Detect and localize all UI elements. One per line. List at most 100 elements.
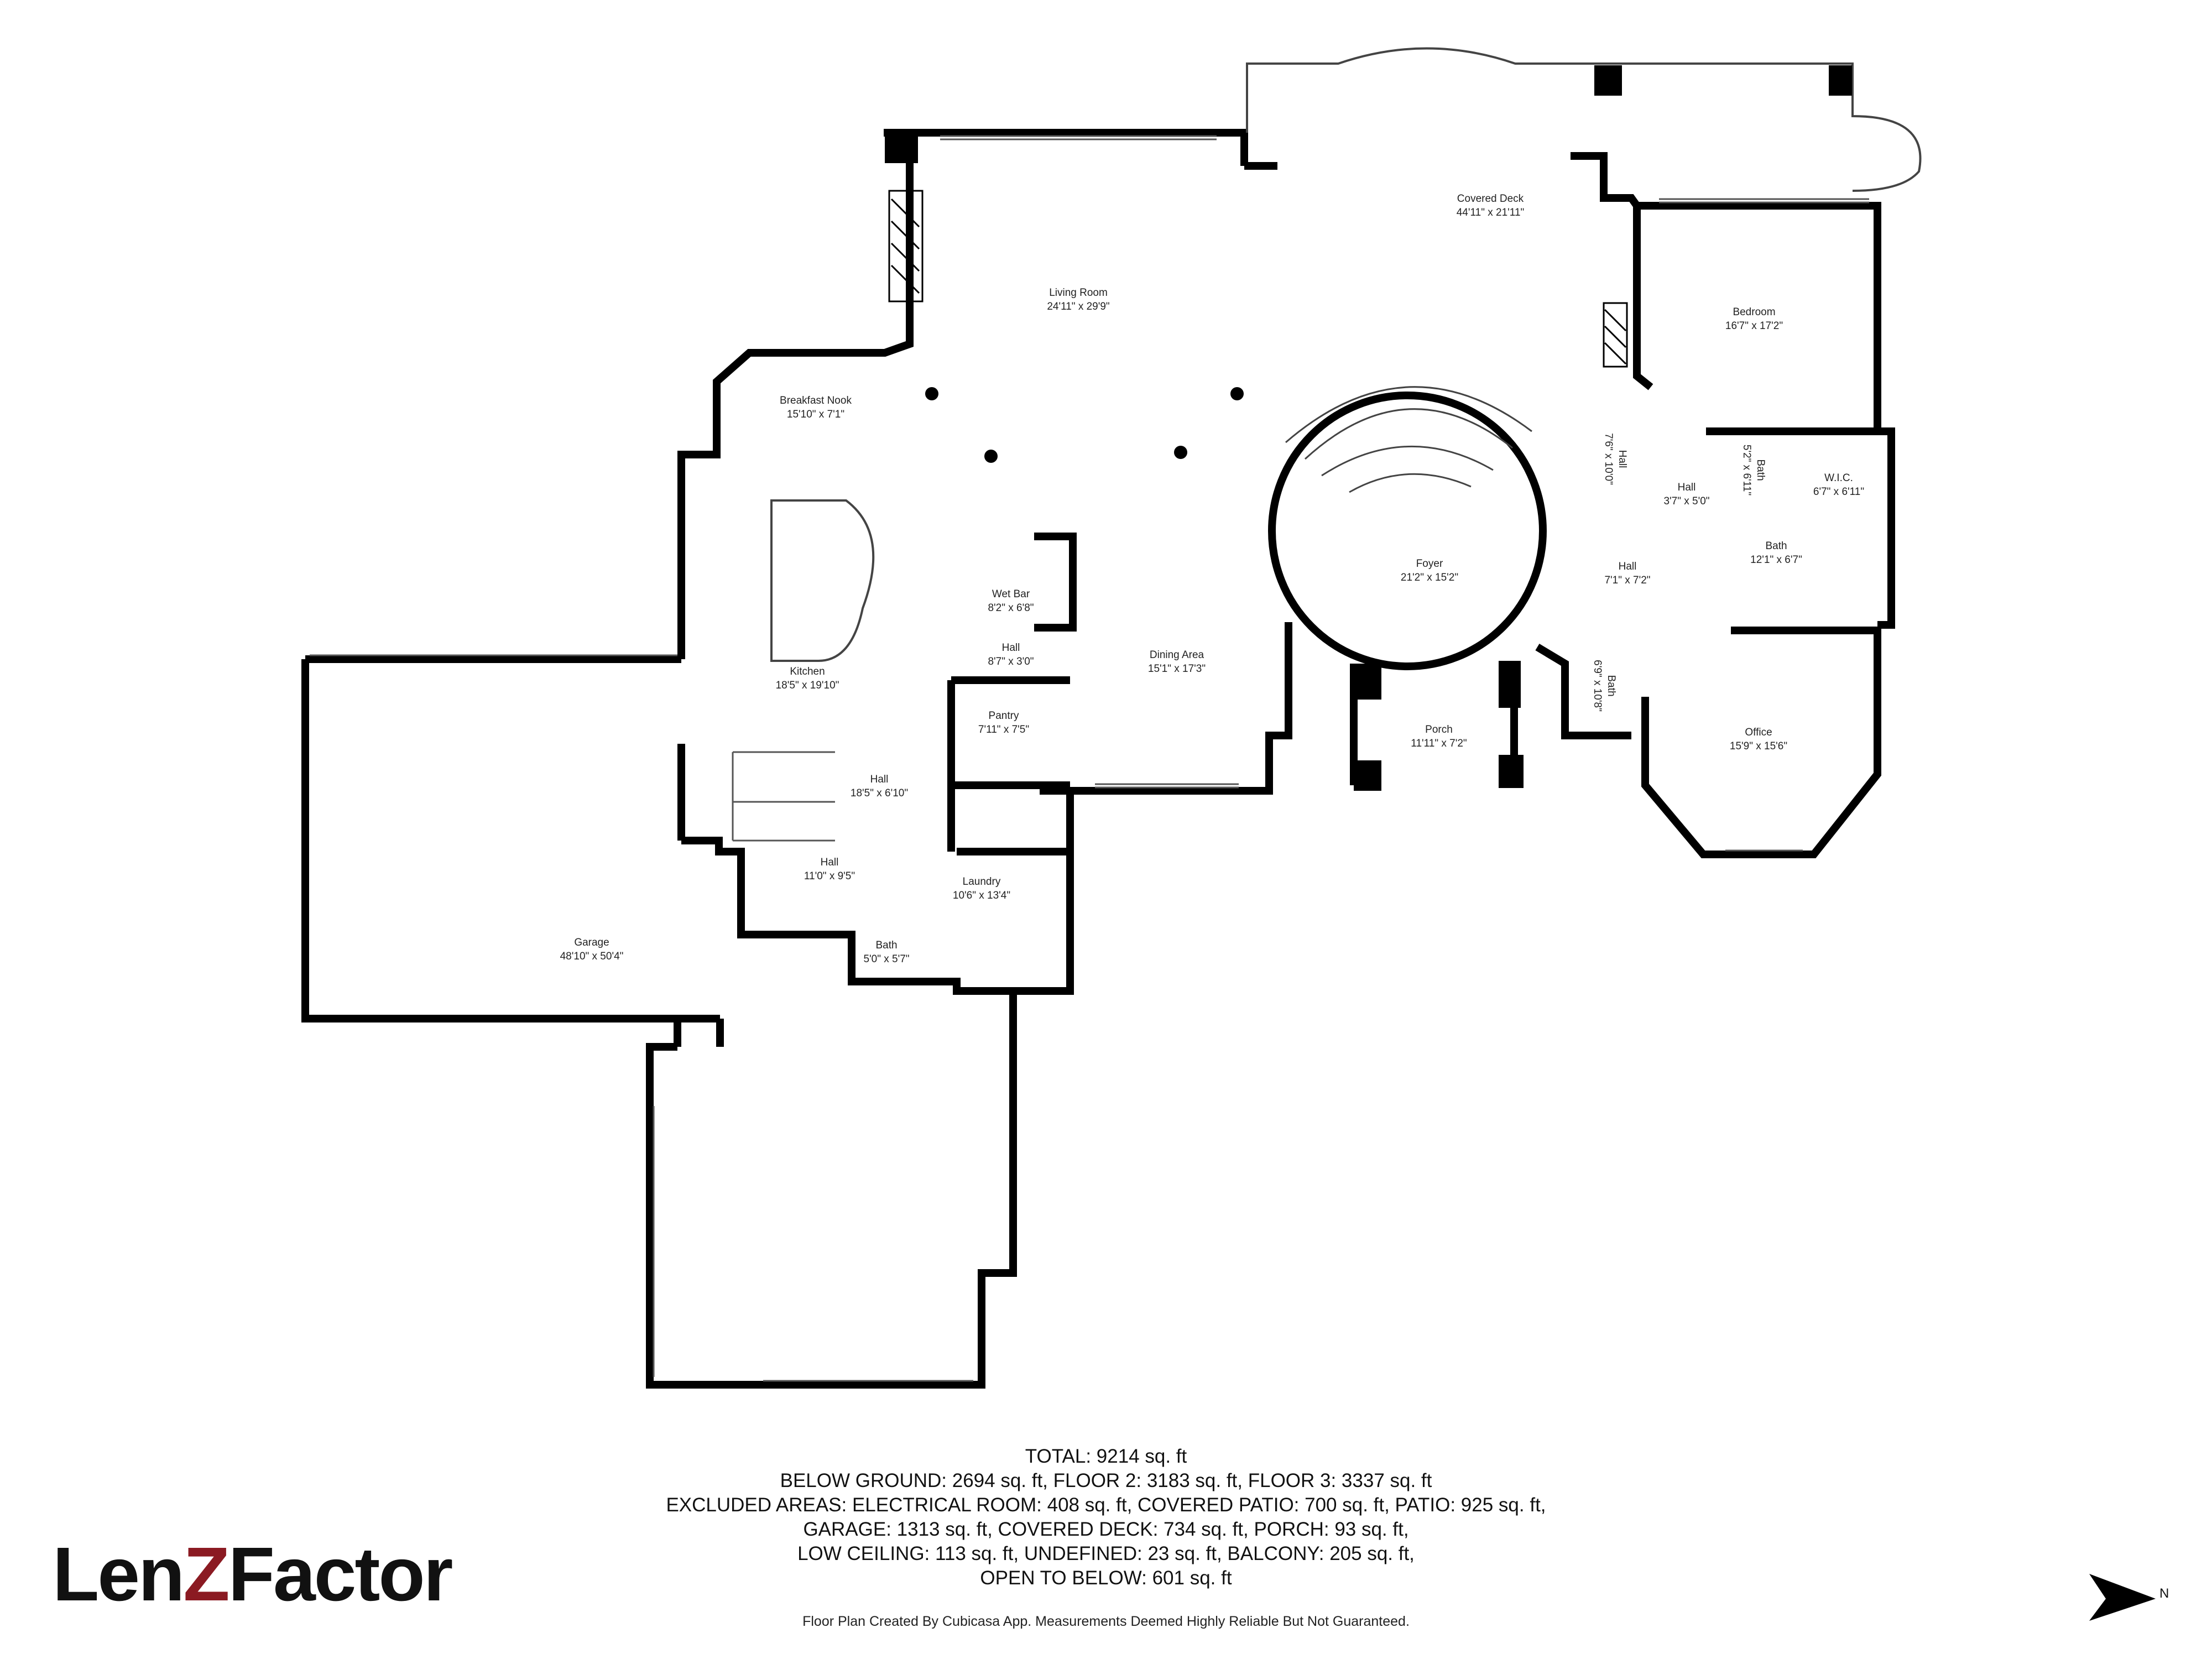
kitchen-island [770,499,875,662]
svg-text:18'5" x 6'10": 18'5" x 6'10" [851,787,908,799]
lower-extension-walls [646,992,1017,1389]
svg-text:Bath: Bath [1755,459,1766,481]
pantry-walls [947,676,1070,855]
summary-line: GARAGE: 1313 sq. ft, COVERED DECK: 734 s… [803,1519,1409,1540]
svg-text:Hall: Hall [870,774,889,785]
svg-text:11'0" x 9'5": 11'0" x 9'5" [804,870,855,882]
room-label-bath-12x6: Bath 12'1" x 6'7" [1750,540,1802,566]
svg-text:12'1" x 6'7": 12'1" x 6'7" [1750,554,1802,566]
svg-text:18'5" x 19'10": 18'5" x 19'10" [776,680,839,691]
svg-text:16'7" x 17'2": 16'7" x 17'2" [1725,320,1783,332]
north-arrow-icon [2089,1574,2156,1621]
svg-text:Breakfast Nook: Breakfast Nook [780,395,852,406]
logo-text-factor: Factor [228,1532,453,1617]
svg-text:Hall: Hall [1616,450,1628,468]
svg-text:48'10" x 50'4": 48'10" x 50'4" [560,951,624,962]
svg-text:W.I.C.: W.I.C. [1824,472,1853,484]
logo-text-len: Len [53,1532,185,1617]
svg-text:Wet Bar: Wet Bar [992,588,1030,600]
room-label-hall-18x6: Hall 18'5" x 6'10" [851,774,908,799]
curved-staircase [1285,386,1532,493]
svg-text:Bath: Bath [1605,675,1617,696]
area-summary: TOTAL: 9214 sq. ft BELOW GROUND: 2694 sq… [553,1444,1659,1590]
foyer-rotunda [1268,392,1547,670]
summary-line: OPEN TO BELOW: 601 sq. ft [980,1567,1232,1589]
kitchen-walls [677,129,939,841]
summary-line: LOW CEILING: 113 sq. ft, UNDEFINED: 23 s… [797,1543,1415,1564]
svg-text:6'7" x 6'11": 6'7" x 6'11" [1813,486,1864,498]
summary-line: TOTAL: 9214 sq. ft [1025,1446,1187,1467]
svg-text:Laundry: Laundry [963,876,1001,888]
room-label-kitchen: Kitchen 18'5" x 19'10" [776,666,839,691]
room-label-foyer: Foyer 21'2" x 15'2" [1401,558,1458,583]
svg-text:5'2" x 6'11": 5'2" x 6'11" [1741,445,1752,495]
living-room-walls [884,129,1277,170]
wet-bar-walls [1034,533,1077,632]
svg-text:7'11" x 7'5": 7'11" x 7'5" [978,724,1029,735]
svg-text:11'11" x 7'2": 11'11" x 7'2" [1411,738,1467,749]
room-label-bath-5x5: Bath 5'0" x 5'7" [863,940,909,965]
svg-text:Pantry: Pantry [989,710,1019,722]
room-label-covered-deck: Covered Deck 44'11" x 21'11" [1457,193,1525,218]
bedroom-walls [1633,206,1895,629]
svg-text:15'1" x 17'3": 15'1" x 17'3" [1148,663,1206,675]
room-label-garage: Garage 48'10" x 50'4" [560,937,624,962]
covered-deck-outline [1246,47,1922,192]
room-label-breakfast-nook: Breakfast Nook 15'10" x 7'1" [780,395,852,420]
svg-text:Bath: Bath [875,940,897,951]
svg-text:8'2" x 6'8": 8'2" x 6'8" [988,602,1034,614]
bath-walls [1535,643,1631,739]
room-label-bedroom: Bedroom 16'7" x 17'2" [1725,306,1783,332]
svg-text:Kitchen: Kitchen [790,666,825,677]
svg-text:15'10" x 7'1": 15'10" x 7'1" [787,409,844,420]
svg-text:7'6" x 10'0": 7'6" x 10'0" [1603,433,1614,485]
svg-text:Bath: Bath [1765,540,1787,552]
svg-text:44'11" x 21'11": 44'11" x 21'11" [1457,207,1525,218]
svg-text:Bedroom: Bedroom [1733,306,1775,318]
svg-text:10'6" x 13'4": 10'6" x 13'4" [953,890,1010,901]
straight-stairs [732,751,835,842]
fireplace-icon [888,190,1628,368]
room-label-wet-bar: Wet Bar 8'2" x 6'8" [988,588,1034,614]
room-label-pantry: Pantry 7'11" x 7'5" [978,710,1029,735]
column-posts [885,65,1852,791]
north-label: N [2159,1586,2169,1601]
svg-text:3'7" x 5'0": 3'7" x 5'0" [1663,495,1709,507]
room-label-laundry: Laundry 10'6" x 13'4" [953,876,1010,901]
room-label-office: Office 15'9" x 15'6" [1730,727,1787,752]
dining-walls [681,622,1292,995]
svg-text:Hall: Hall [1678,482,1696,493]
svg-text:Covered Deck: Covered Deck [1457,193,1524,205]
covered-deck-walls [1571,152,1881,431]
svg-text:Garage: Garage [574,937,609,948]
svg-text:Hall: Hall [821,857,839,868]
logo-text-z: Z [183,1532,229,1617]
disclaimer-text: Floor Plan Created By Cubicasa App. Meas… [802,1614,1410,1629]
svg-text:Porch: Porch [1425,724,1453,735]
room-label-hall-8x3: Hall 8'7" x 3'0" [988,642,1034,667]
room-label-wic: W.I.C. 6'7" x 6'11" [1813,472,1864,498]
svg-text:8'7" x 3'0": 8'7" x 3'0" [988,656,1034,667]
svg-text:5'0" x 5'7": 5'0" x 5'7" [863,953,909,965]
office-walls [1641,627,1881,858]
svg-text:Hall: Hall [1002,642,1020,654]
svg-text:21'2" x 15'2": 21'2" x 15'2" [1401,572,1458,583]
svg-text:7'1" x 7'2": 7'1" x 7'2" [1604,575,1650,586]
room-label-porch: Porch 11'11" x 7'2" [1411,724,1467,749]
summary-line: BELOW GROUND: 2694 sq. ft, FLOOR 2: 3183… [780,1470,1432,1491]
svg-text:6'9" x 10'8": 6'9" x 10'8" [1592,660,1603,712]
garage-walls [301,655,724,1047]
svg-text:15'9" x 15'6": 15'9" x 15'6" [1730,740,1787,752]
summary-line: EXCLUDED AREAS: ELECTRICAL ROOM: 408 sq.… [666,1494,1546,1516]
svg-text:Office: Office [1745,727,1772,738]
svg-text:Foyer: Foyer [1416,558,1443,570]
svg-text:Living Room: Living Room [1049,287,1108,299]
